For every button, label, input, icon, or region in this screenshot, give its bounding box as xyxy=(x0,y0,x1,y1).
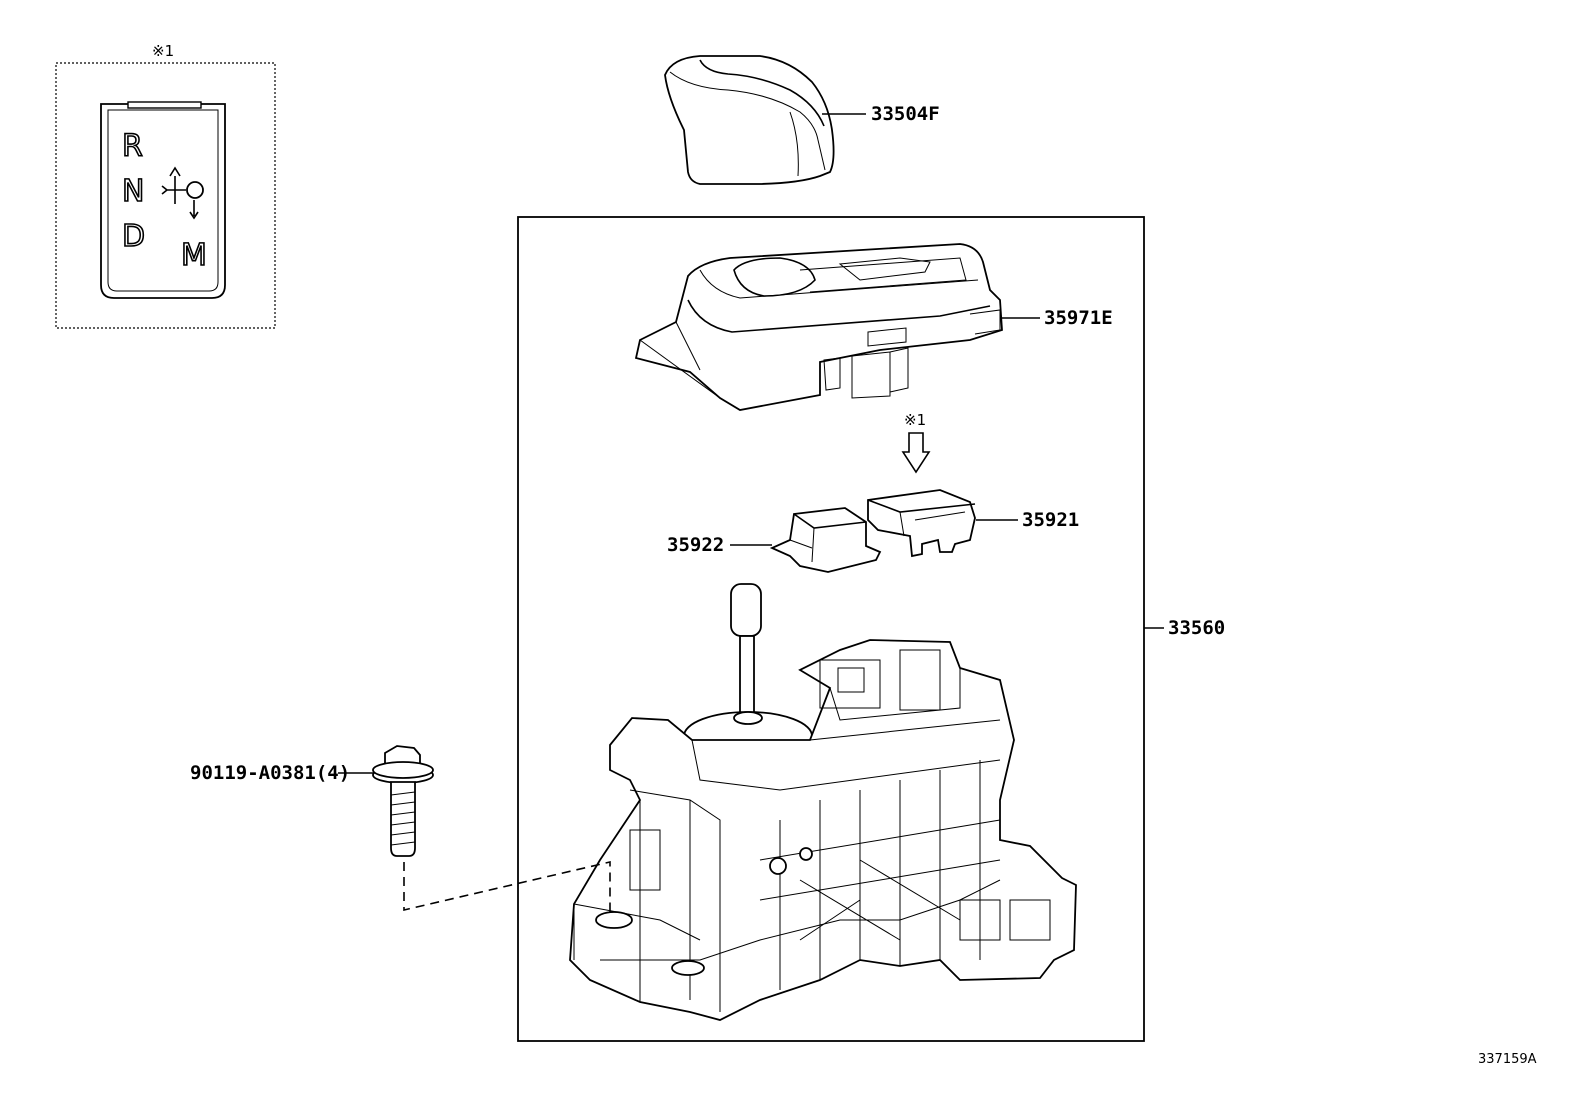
detail-inset: ※1 R N D M xyxy=(55,42,276,329)
indicator-housing xyxy=(634,243,1003,411)
part-label-35922: 35922 xyxy=(667,534,724,556)
gate-letter-m: M xyxy=(181,238,207,273)
part-label-90119-a0381: 90119-A0381(4) xyxy=(190,762,350,784)
gate-letter-d: D xyxy=(122,219,145,254)
indicator-cover-35922 xyxy=(769,507,882,573)
part-label-35971e: 35971E xyxy=(1044,307,1113,329)
gate-letter-r: R xyxy=(122,129,143,164)
insert-note-mark: ※1 xyxy=(904,411,926,429)
bolt-position-dashed-line xyxy=(403,860,611,912)
diagram-id: 337159A xyxy=(1478,1052,1537,1067)
shift-gate-plate: R N D M xyxy=(100,101,226,299)
assembly-frame xyxy=(517,216,1145,1042)
bolt xyxy=(372,745,434,857)
gate-letter-n: N xyxy=(122,174,144,209)
detail-note-mark: ※1 xyxy=(152,42,174,60)
part-label-33504f: 33504F xyxy=(871,103,940,125)
part-label-35921: 35921 xyxy=(1022,509,1079,531)
shift-pattern-icon xyxy=(161,166,204,220)
detail-dotted-frame xyxy=(55,62,276,329)
shift-knob xyxy=(664,55,835,185)
part-label-33560: 33560 xyxy=(1168,617,1225,639)
indicator-cover-35921 xyxy=(867,489,976,558)
insert-arrow-icon xyxy=(901,432,931,474)
shift-lever-assembly xyxy=(569,583,1077,1021)
